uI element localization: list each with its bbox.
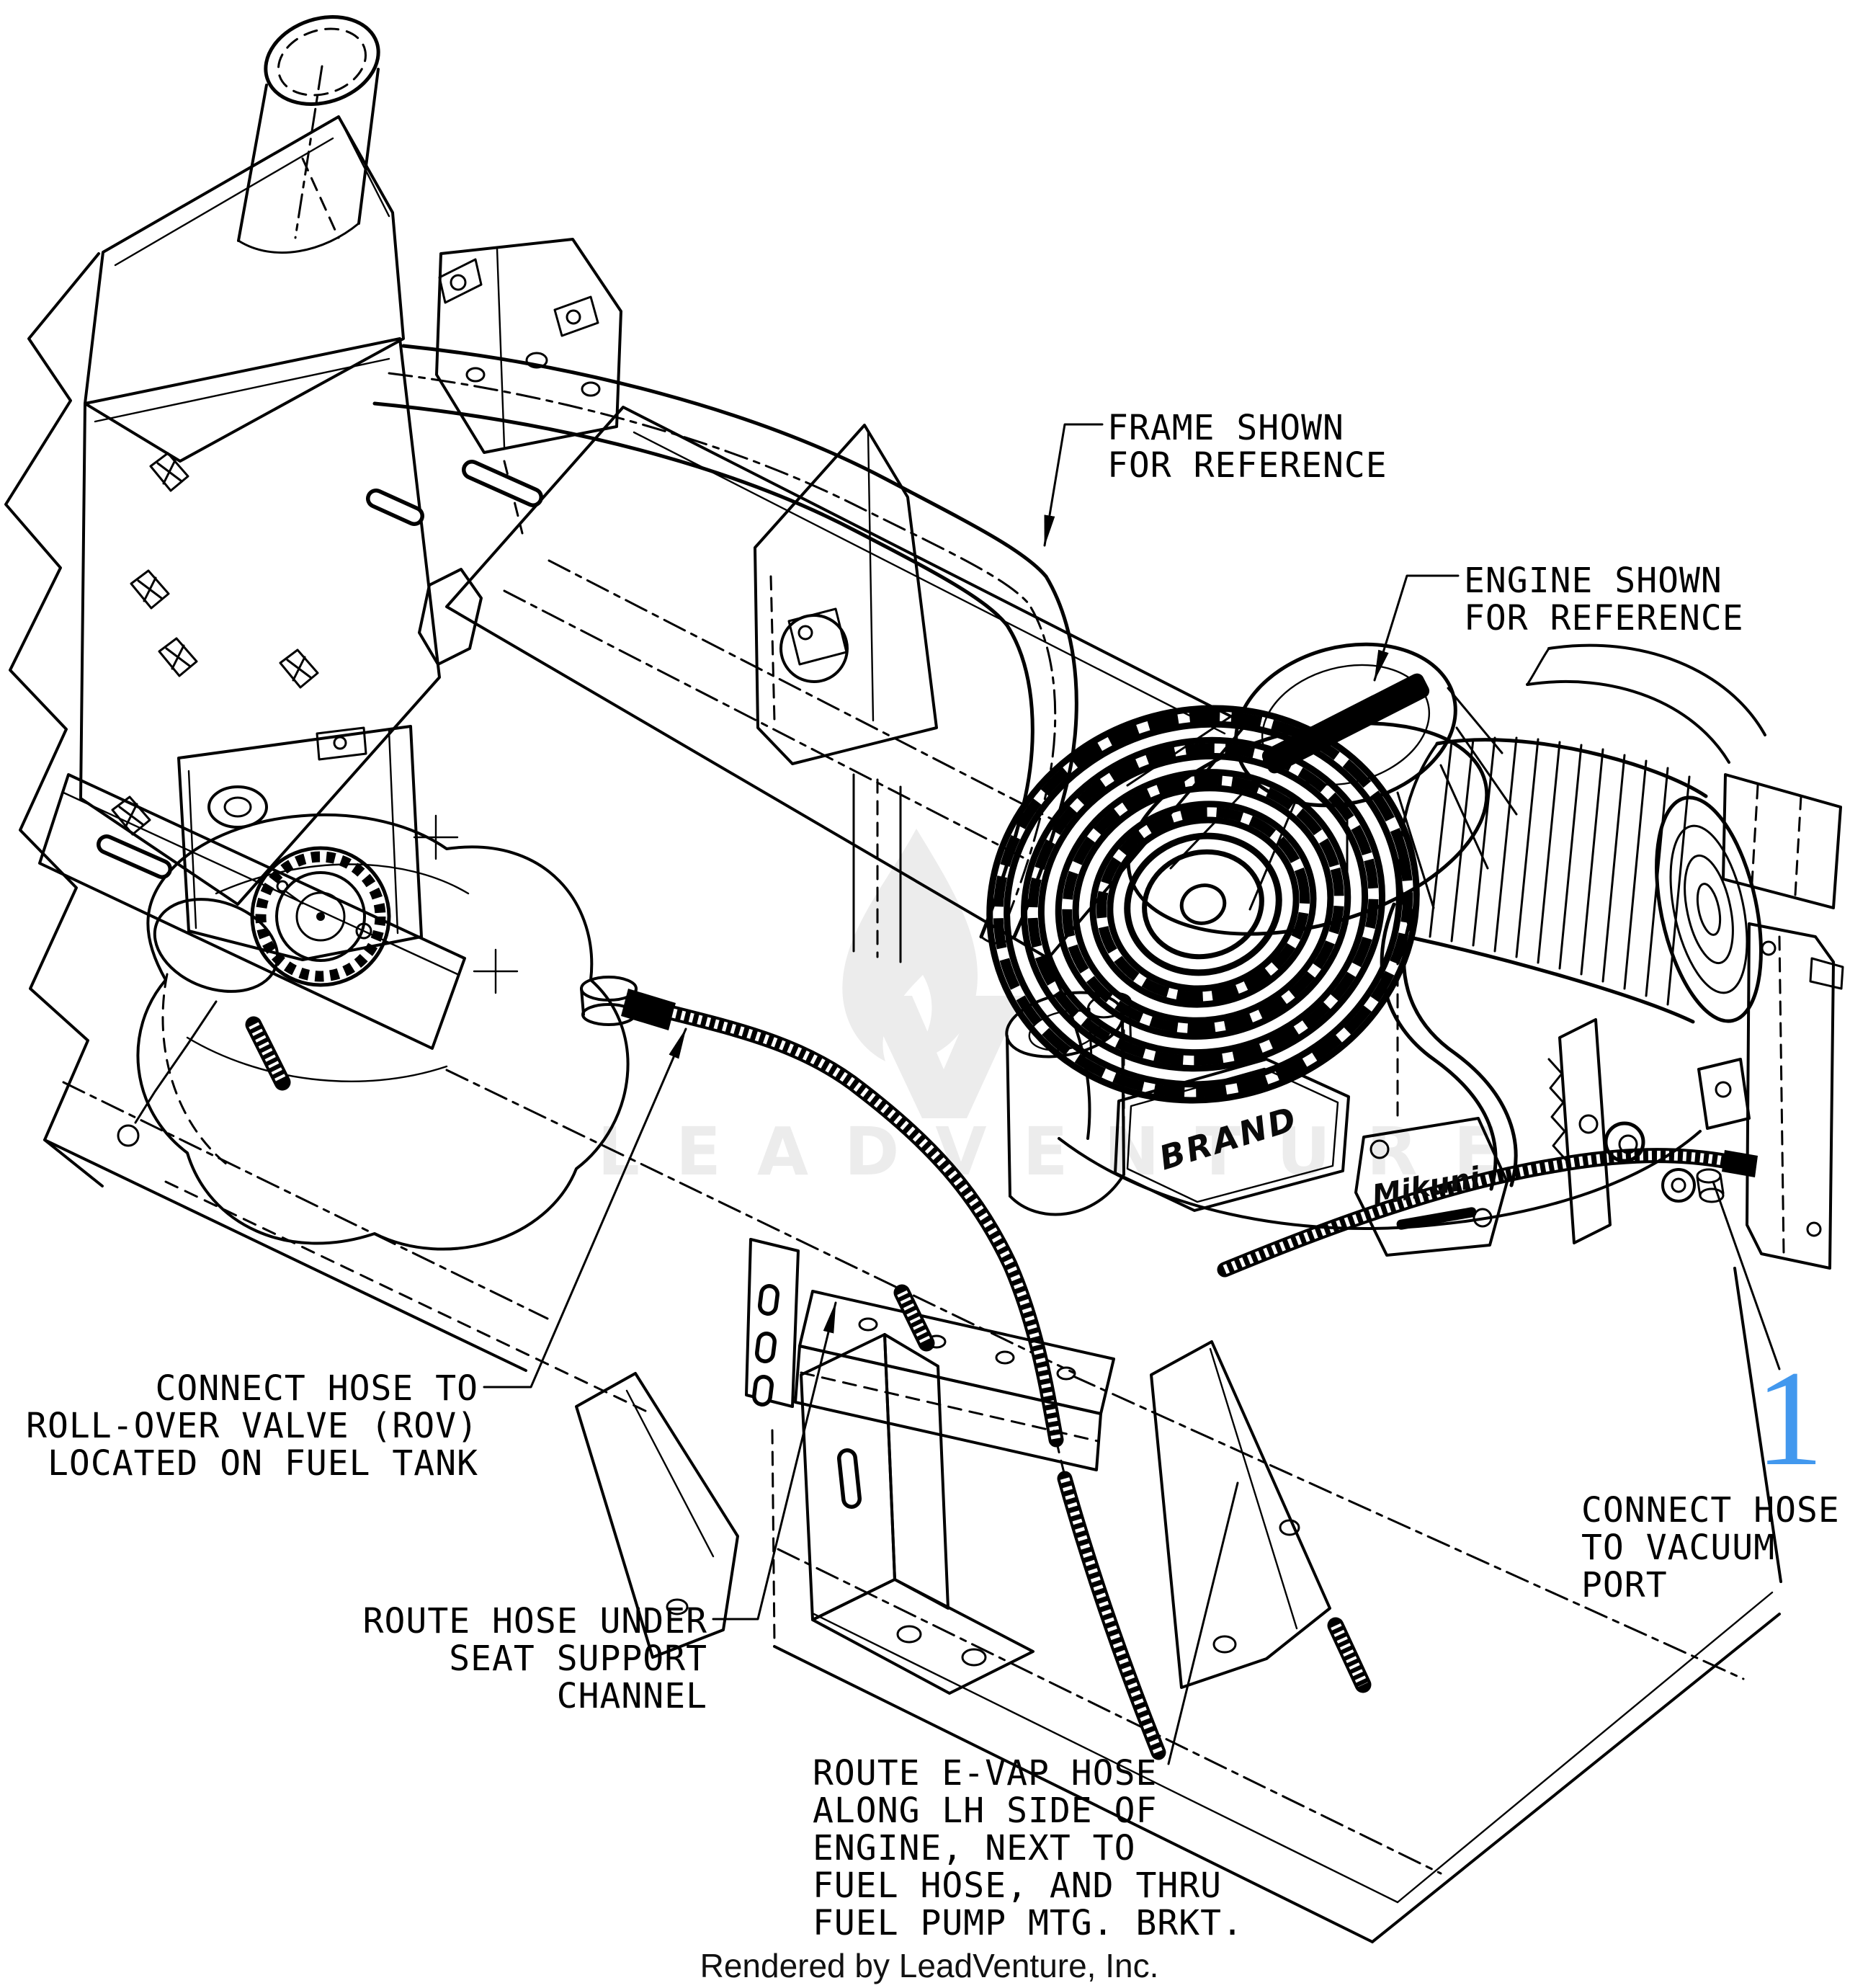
annotation-text: SEAT SUPPORT [449, 1639, 707, 1679]
render-credit: Rendered by LeadVenture, Inc. [700, 1947, 1159, 1984]
annotation-text: PORT [1581, 1565, 1668, 1605]
annotation-layer: FRAME SHOWN FOR REFERENCE ENGINE SHOWN F… [26, 408, 1840, 1943]
annotation-text: ROUTE E-VAP HOSE [813, 1753, 1157, 1793]
air-filter [1398, 736, 1763, 1024]
seat-support-channel [794, 1290, 1115, 1471]
engine-assembly: BRAND Mikuni [986, 642, 1844, 1270]
annotation-text: ALONG LH SIDE OF [813, 1791, 1157, 1831]
annotation-vacuum-port: 1 CONNECT HOSE TO VACUUM PORT [1581, 1180, 1840, 1605]
annotation-text: LOCATED ON FUEL TANK [48, 1443, 478, 1484]
fuel-tank-assembly [117, 725, 676, 1251]
annotation-text: FUEL PUMP MTG. BRKT. [813, 1903, 1243, 1943]
watermark-text: LEADVENTURE [597, 1113, 1534, 1190]
upper-bracket [435, 238, 622, 454]
seat-support-assembly [575, 1238, 1372, 1695]
alignment-cross [413, 814, 519, 994]
punch-marks [111, 452, 319, 836]
leadventure-watermark: LEADVENTURE [597, 829, 1534, 1190]
frame-tube [237, 15, 380, 254]
muffler [1722, 773, 1842, 909]
annotation-engine-reference: ENGINE SHOWN FOR REFERENCE [1373, 561, 1744, 682]
fuel-tank [136, 814, 630, 1251]
flame-v-logo-icon [842, 829, 1023, 1118]
annotation-text: ENGINE, NEXT TO [813, 1828, 1135, 1868]
annotation-text: ROUTE HOSE UNDER [363, 1601, 707, 1641]
support-upright [745, 1238, 800, 1408]
air-intake-cone [1126, 642, 1518, 936]
annotation-text: CONNECT HOSE TO [156, 1368, 478, 1409]
starter-motor [1005, 991, 1132, 1216]
annotation-frame-reference: FRAME SHOWN FOR REFERENCE [1043, 408, 1388, 547]
annotation-text: FOR REFERENCE [1107, 445, 1388, 486]
engine-brand-bar [1261, 673, 1430, 774]
frame-bed [771, 1267, 1782, 1943]
pedal-bracket [575, 1372, 739, 1659]
leader-line [1167, 1481, 1239, 1765]
annotation-evap: ROUTE E-VAP HOSE ALONG LH SIDE OF ENGINE… [813, 1481, 1243, 1943]
annotation-text: CHANNEL [557, 1676, 707, 1716]
vacuum-port [1696, 1168, 1725, 1203]
fuel-cap [250, 846, 391, 987]
exhaust-elbow [1526, 643, 1766, 764]
annotation-text: FUEL HOSE, AND THRU [813, 1866, 1222, 1906]
callout-number-1: 1 [1756, 1343, 1824, 1494]
fuel-pump-model-bar [1396, 1207, 1477, 1230]
leader-line [1712, 1180, 1781, 1370]
engine-fan [986, 705, 1420, 1104]
annotation-rov: CONNECT HOSE TO ROLL-OVER VALVE (ROV) LO… [26, 1028, 687, 1484]
frame-main-rail [372, 344, 1078, 945]
leader-line [1373, 574, 1460, 682]
rollover-valve [580, 976, 676, 1030]
annotation-text: CONNECT HOSE [1581, 1490, 1840, 1530]
arm-bracket [1150, 1340, 1331, 1689]
carburetor-cluster [1547, 922, 1844, 1270]
leader-line [483, 1028, 687, 1389]
tank-strap-rod [134, 1000, 218, 1124]
annotation-text: FOR REFERENCE [1464, 598, 1744, 638]
evap-hose [665, 1005, 1166, 1760]
annotation-text: FRAME SHOWN [1107, 408, 1344, 448]
annotation-text: ROLL-OVER VALVE (ROV) [26, 1406, 478, 1446]
annotation-text: ENGINE SHOWN [1464, 561, 1722, 601]
channel-bracket [800, 1333, 1035, 1695]
frame-break-line [4, 252, 104, 1187]
frame-upper-plate [84, 115, 405, 463]
annotation-seat-channel: ROUTE HOSE UNDER SEAT SUPPORT CHANNEL [363, 1301, 837, 1716]
leader-line [1043, 423, 1104, 547]
leader-line [712, 1301, 837, 1621]
mid-bracket [754, 424, 938, 765]
frame-lower-plate [79, 337, 441, 906]
tank-bracket [177, 725, 423, 961]
annotation-text: TO VACUUM [1581, 1528, 1775, 1568]
